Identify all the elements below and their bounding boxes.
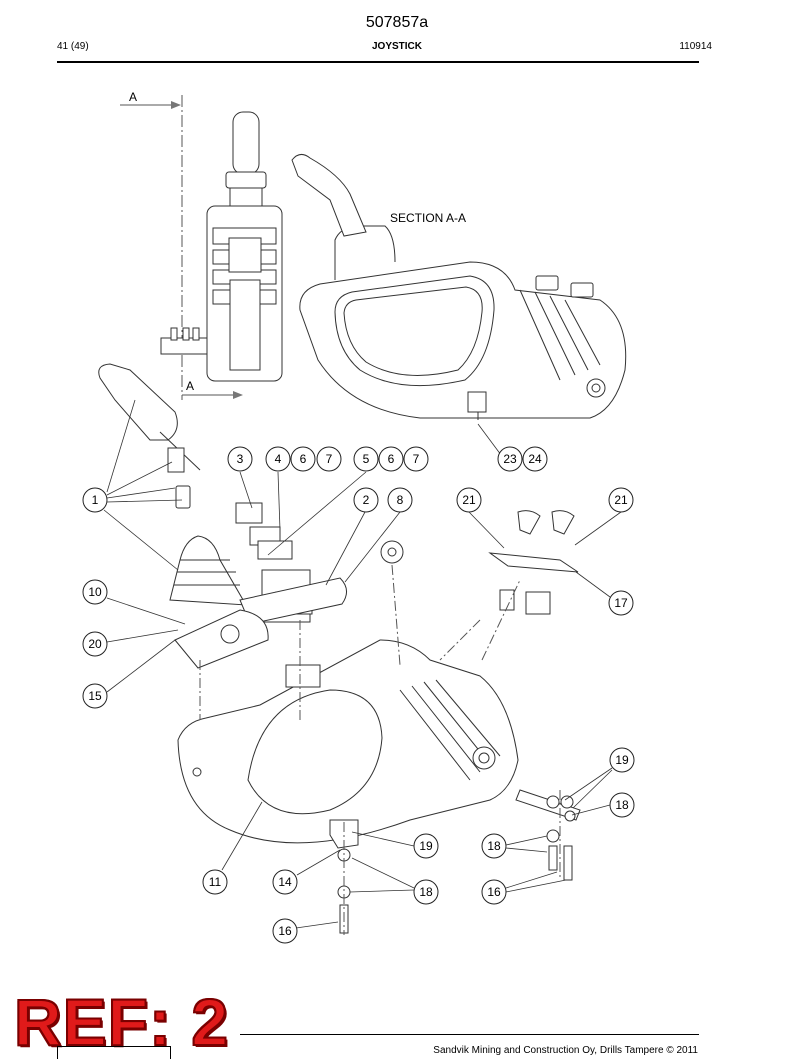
- callout-18a: 18: [609, 792, 635, 818]
- callout-19a: 19: [609, 747, 635, 773]
- svg-text:16: 16: [278, 924, 292, 938]
- svg-text:7: 7: [326, 452, 333, 466]
- svg-text:7: 7: [413, 452, 420, 466]
- svg-text:16: 16: [487, 885, 501, 899]
- callout-18c: 18: [413, 879, 439, 905]
- svg-text:19: 19: [419, 839, 433, 853]
- revision-code: 110914: [679, 41, 712, 52]
- callout-19b: 19: [413, 833, 439, 859]
- svg-text:10: 10: [88, 585, 102, 599]
- callout-17: 17: [608, 590, 634, 616]
- svg-text:14: 14: [278, 875, 292, 889]
- svg-text:6: 6: [388, 452, 395, 466]
- svg-text:15: 15: [88, 689, 102, 703]
- callout-4: 4: [265, 446, 291, 472]
- callout-18b: 18: [481, 833, 507, 859]
- svg-text:20: 20: [88, 637, 102, 651]
- callout-7b: 7: [403, 446, 429, 472]
- svg-text:3: 3: [237, 452, 244, 466]
- svg-text:18: 18: [487, 839, 501, 853]
- callouts: 1 2 3 4 6 7 5 6 7 23 24 8 21 21 17 10 20…: [82, 446, 635, 944]
- section-marker-top: A: [129, 90, 137, 104]
- callout-6b: 6: [378, 446, 404, 472]
- svg-text:21: 21: [462, 493, 476, 507]
- header-divider: [57, 61, 699, 63]
- callout-11: 11: [202, 869, 228, 895]
- callout-7a: 7: [316, 446, 342, 472]
- svg-text:18: 18: [419, 885, 433, 899]
- callout-16a: 16: [481, 879, 507, 905]
- svg-text:18: 18: [615, 798, 629, 812]
- svg-text:23: 23: [503, 452, 517, 466]
- callout-21a: 21: [456, 487, 482, 513]
- svg-text:5: 5: [363, 452, 370, 466]
- callout-21b: 21: [608, 487, 634, 513]
- section-marker-bottom: A: [186, 379, 194, 393]
- callout-2: 2: [353, 487, 379, 513]
- callout-14: 14: [272, 869, 298, 895]
- svg-text:24: 24: [528, 452, 542, 466]
- callout-6a: 6: [290, 446, 316, 472]
- ref-stamp: REF: 2: [13, 984, 230, 1060]
- callout-15: 15: [82, 683, 108, 709]
- callout-16b: 16: [272, 918, 298, 944]
- svg-text:17: 17: [614, 596, 628, 610]
- svg-text:8: 8: [397, 493, 404, 507]
- section-aa-view: [291, 154, 627, 420]
- svg-text:4: 4: [275, 452, 282, 466]
- svg-text:19: 19: [615, 753, 629, 767]
- joystick-exploded-view: [98, 363, 581, 934]
- assembly-lines: [199, 564, 561, 935]
- callout-1: 1: [82, 487, 108, 513]
- callout-24: 24: [522, 446, 548, 472]
- section-title: SECTION A-A: [390, 211, 466, 225]
- callout-8: 8: [387, 487, 413, 513]
- svg-text:2: 2: [363, 493, 370, 507]
- leader-lines: [103, 399, 622, 929]
- footer-copyright: Sandvik Mining and Construction Oy, Dril…: [433, 1045, 698, 1056]
- callout-3: 3: [227, 446, 253, 472]
- callout-23: 23: [497, 446, 523, 472]
- svg-text:6: 6: [300, 452, 307, 466]
- joystick-front-view: [160, 111, 283, 382]
- page-indicator: 41 (49): [57, 41, 89, 52]
- callout-10: 10: [82, 579, 108, 605]
- footer-divider: [240, 1034, 699, 1035]
- svg-text:21: 21: [614, 493, 628, 507]
- svg-text:1: 1: [92, 493, 99, 507]
- section-indicator: [120, 95, 243, 400]
- page-title: JOYSTICK: [371, 41, 422, 52]
- doc-number: 507857a: [365, 14, 429, 31]
- svg-text:11: 11: [209, 875, 222, 889]
- callout-20: 20: [82, 631, 108, 657]
- callout-5: 5: [353, 446, 379, 472]
